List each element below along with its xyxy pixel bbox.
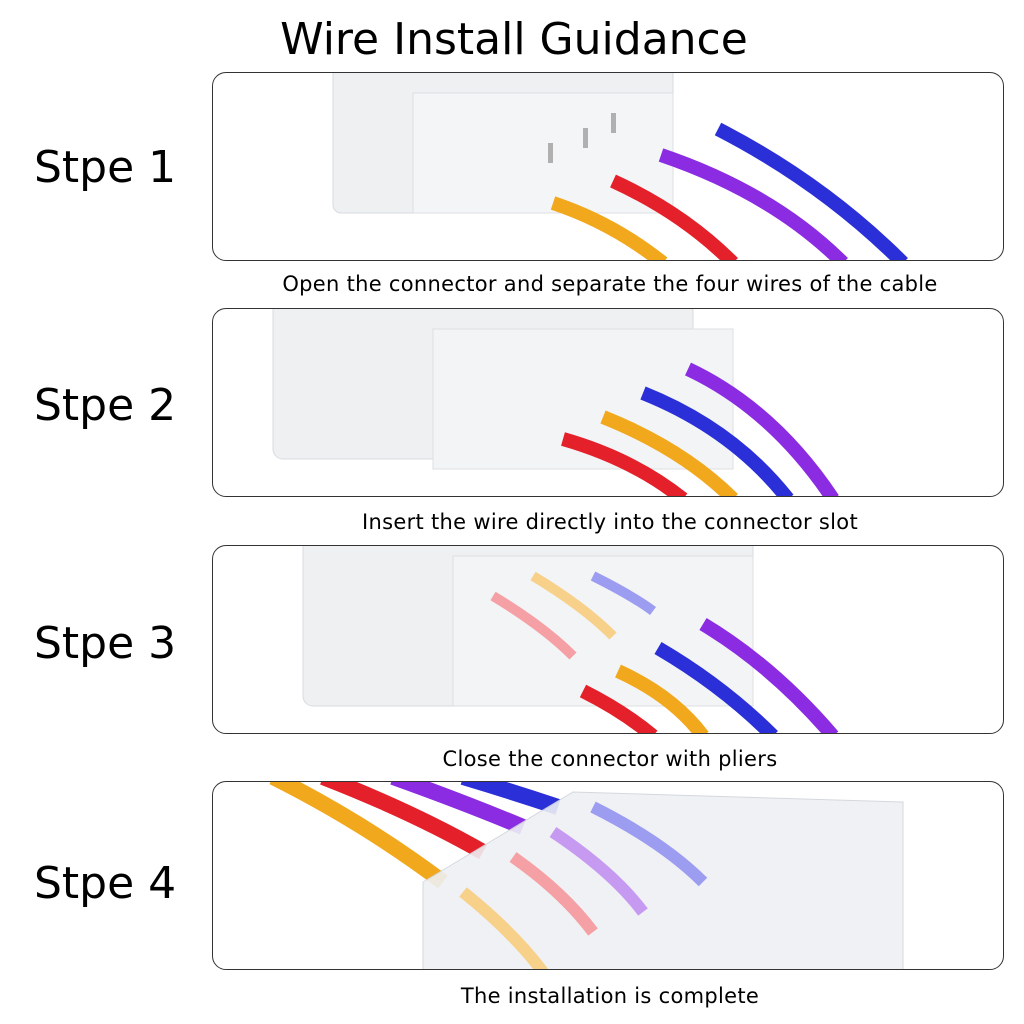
page-title: Wire Install Guidance — [280, 14, 748, 65]
connector-close-illustration — [302, 546, 839, 733]
step-2-caption: Insert the wire directly into the connec… — [362, 510, 858, 534]
step-1-label: Stpe 1 — [34, 142, 177, 193]
step-2-label: Stpe 2 — [34, 380, 177, 431]
step-3-label: Stpe 3 — [34, 618, 177, 669]
step-4-label: Stpe 4 — [34, 858, 177, 909]
step-3-caption: Close the connector with pliers — [442, 747, 778, 771]
step-3-image — [212, 545, 1004, 734]
wire-insert-illustration — [272, 309, 839, 496]
connector-open-illustration — [332, 73, 908, 260]
installation-complete-illustration — [269, 782, 904, 969]
step-2-image — [212, 308, 1004, 497]
step-4-caption: The installation is complete — [460, 984, 760, 1008]
step-1-caption: Open the connector and separate the four… — [282, 272, 938, 296]
step-1-image — [212, 72, 1004, 261]
step-4-image — [212, 781, 1004, 970]
